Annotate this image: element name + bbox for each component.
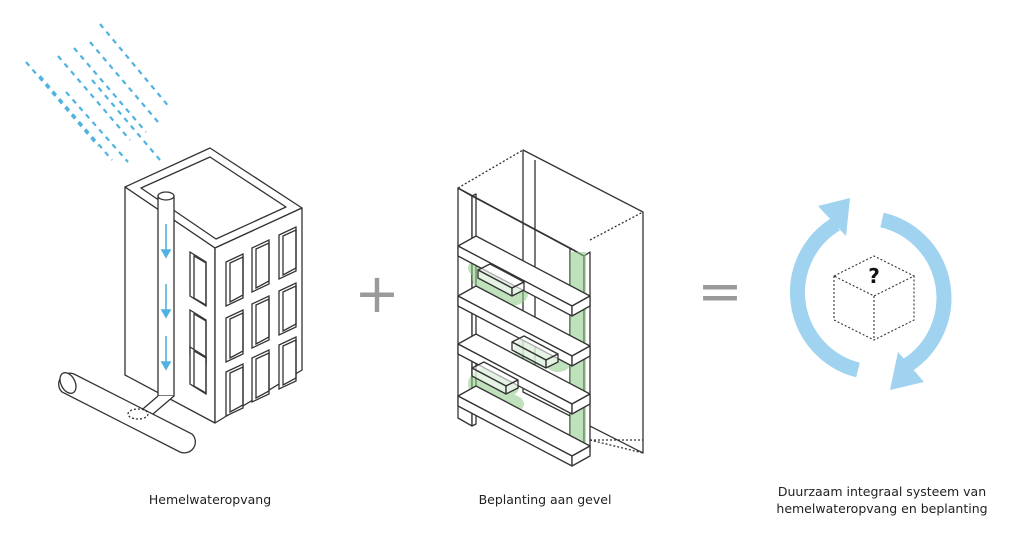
windows-right bbox=[225, 225, 297, 418]
pipe-connection bbox=[127, 408, 149, 420]
rain-line bbox=[73, 47, 147, 133]
window bbox=[251, 348, 270, 404]
rain-line bbox=[57, 55, 131, 141]
window bbox=[225, 362, 244, 418]
floor-slab-side bbox=[571, 345, 591, 367]
sewer-pipe bbox=[58, 372, 196, 454]
sewer-pipe-end bbox=[59, 372, 77, 394]
hidden-edge bbox=[457, 149, 524, 189]
planter-side bbox=[545, 353, 559, 369]
floor-slab-side bbox=[571, 445, 591, 467]
window-frame bbox=[255, 241, 270, 290]
rain-line bbox=[25, 61, 99, 147]
unknown-cube bbox=[832, 255, 916, 341]
planter-side bbox=[505, 379, 519, 395]
rain-line bbox=[99, 23, 171, 109]
window-frame bbox=[229, 255, 244, 304]
equals-operator: = bbox=[697, 260, 742, 323]
caption-planting: Beplanting aan gevel bbox=[478, 492, 612, 507]
window bbox=[251, 294, 270, 350]
window-frame bbox=[282, 338, 297, 387]
window-frame bbox=[255, 351, 270, 400]
window bbox=[278, 281, 297, 337]
downpipe-top bbox=[157, 191, 175, 201]
hidden-edge bbox=[589, 439, 644, 454]
cycle-arrows bbox=[790, 212, 952, 378]
cycle-arrowhead-right bbox=[890, 352, 924, 390]
window bbox=[278, 335, 297, 391]
window-frame bbox=[193, 349, 207, 395]
floor-slab-side bbox=[571, 295, 591, 317]
cycle-arrowheads bbox=[818, 198, 924, 390]
floor-slabs bbox=[457, 235, 591, 467]
window bbox=[278, 225, 297, 281]
windows-left bbox=[189, 250, 207, 396]
caption-system-line2: hemelwateropvang en beplanting bbox=[776, 501, 988, 516]
building-rainwater bbox=[124, 147, 303, 424]
cycle-arrow-left bbox=[790, 217, 860, 378]
floor-slab-side bbox=[571, 393, 591, 415]
flow-arrow-head bbox=[160, 309, 172, 319]
window-frame bbox=[282, 228, 297, 277]
window bbox=[225, 308, 244, 364]
flow-arrows bbox=[160, 224, 172, 371]
window-frame bbox=[255, 297, 270, 346]
cycle-arrowhead-left bbox=[818, 198, 850, 236]
rain-lines bbox=[25, 23, 171, 163]
roof-parapet bbox=[140, 156, 287, 240]
caption-system-line1: Duurzaam integraal systeem van bbox=[777, 484, 987, 499]
hidden-edge bbox=[589, 211, 644, 241]
flow-arrow-head bbox=[160, 361, 172, 371]
window-frame bbox=[229, 365, 244, 414]
window-frame bbox=[229, 311, 244, 360]
window-frame bbox=[193, 254, 207, 307]
caption-rainwater: Hemelwateropvang bbox=[148, 492, 272, 507]
window-frame bbox=[282, 284, 297, 333]
window bbox=[251, 238, 270, 294]
flow-arrow-head bbox=[160, 249, 172, 259]
question-mark: ? bbox=[868, 264, 880, 288]
rain-line bbox=[89, 41, 159, 123]
cube-sides bbox=[833, 276, 915, 341]
window bbox=[189, 250, 207, 308]
caption-system: Duurzaam integraal systeem van hemelwate… bbox=[762, 483, 1002, 517]
cycle-arrow-right bbox=[880, 212, 952, 373]
planter-side bbox=[511, 281, 525, 297]
window bbox=[225, 252, 244, 308]
rain-line bbox=[91, 79, 161, 161]
plus-operator: + bbox=[354, 262, 399, 325]
rain-line bbox=[39, 75, 113, 161]
